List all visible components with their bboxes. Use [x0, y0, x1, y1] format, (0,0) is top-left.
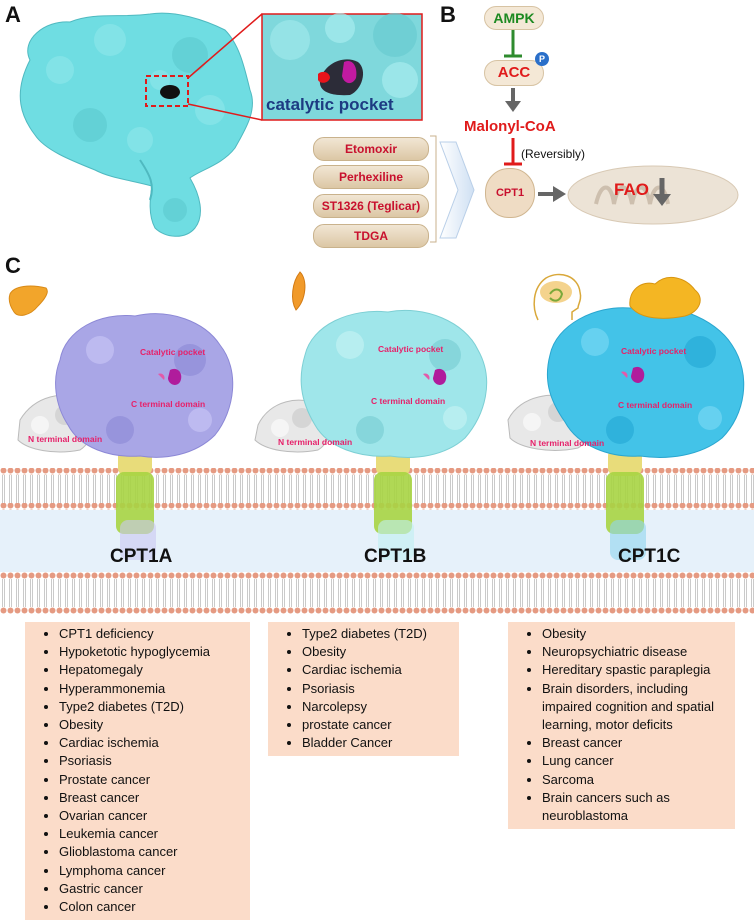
cpt1c-catalytic-domain	[546, 305, 745, 458]
catalytic-pocket-label: catalytic pocket	[266, 95, 394, 114]
ampk-inhibits-acc	[504, 30, 522, 58]
cpt1c-protein-graphic	[507, 276, 745, 560]
cpt1c-transmembrane-helix	[606, 448, 646, 560]
disease-item: Breast cancer	[542, 734, 729, 752]
cpt1b-catalytic-domain	[300, 309, 488, 458]
cpt1-protein-surface	[19, 12, 253, 237]
muscle-icon	[292, 271, 306, 311]
cpt1a-transmembrane-helix	[116, 448, 156, 560]
cpt1b-title: CPT1B	[364, 546, 427, 567]
drug-bracket-arrow	[430, 135, 475, 243]
pocket-zoom-inset	[261, 13, 423, 121]
disease-item: Type2 diabetes (T2D)	[59, 698, 244, 716]
panel-c-letter: C	[5, 253, 21, 278]
cpt1a-protein-graphic	[17, 313, 234, 560]
disease-item: Hereditary spastic paraplegia	[542, 661, 729, 679]
drug-st1326: ST1326 (Teglicar)	[313, 194, 429, 218]
reversibly-label: (Reversibly)	[521, 147, 586, 161]
cpt1-node: CPT1	[485, 168, 535, 218]
cpt1-to-fao-arrow	[538, 186, 566, 202]
cpt1b-n-terminal-label: N terminal domain	[278, 437, 353, 447]
cpt1c-n-terminal-label: N terminal domain	[530, 438, 605, 448]
cpt1a-c-terminal-label: C terminal domain	[131, 399, 206, 409]
cpt1c-ligand-cluster	[629, 276, 701, 319]
disease-item: Cardiac ischemia	[302, 661, 453, 679]
acc-node: ACC	[484, 60, 544, 86]
malonyl-inhibits-cpt1	[504, 138, 522, 166]
cpt1a-catalytic-pocket-label: Catalytic pocket	[140, 347, 206, 357]
cpt1a-title: CPT1A	[110, 546, 173, 567]
disease-item: Obesity	[59, 716, 244, 734]
cpt1c-disease-list: ObesityNeuropsychiatric diseaseHereditar…	[508, 622, 735, 830]
disease-item: Glioblastoma cancer	[59, 843, 244, 861]
cpt1b-disease-list: Type2 diabetes (T2D)ObesityCardiac ische…	[268, 622, 459, 757]
cpt1c-catalytic-pocket-label: Catalytic pocket	[621, 346, 687, 356]
panel-b-letter: B	[440, 2, 456, 27]
cpt1b-c-terminal-label: C terminal domain	[371, 396, 446, 406]
disease-item: Prostate cancer	[59, 771, 244, 789]
drug-tdga: TDGA	[313, 224, 429, 248]
acc-to-malonyl-arrow	[505, 88, 521, 112]
disease-item: Type2 diabetes (T2D)	[302, 625, 453, 643]
disease-item: Ovarian cancer	[59, 807, 244, 825]
panel-a-protein-graphic	[19, 12, 423, 237]
disease-item: Neuropsychiatric disease	[542, 643, 729, 661]
disease-item: Colon cancer	[59, 898, 244, 916]
cpt1b-protein-graphic	[254, 309, 488, 560]
disease-item: prostate cancer	[302, 716, 453, 734]
disease-item: CPT1 deficiency	[59, 625, 244, 643]
fao-label: FAO	[614, 180, 649, 199]
drug-etomoxir: Etomoxir	[313, 137, 429, 161]
disease-item: Leukemia cancer	[59, 825, 244, 843]
cpt1c-title: CPT1C	[618, 546, 681, 567]
disease-item: Hepatomegaly	[59, 661, 244, 679]
cpt1c-c-terminal-label: C terminal domain	[618, 400, 693, 410]
disease-item: Cardiac ischemia	[59, 734, 244, 752]
disease-item: Narcolepsy	[302, 698, 453, 716]
selection-box	[145, 75, 189, 107]
disease-item: Brain disorders, including impaired cogn…	[542, 680, 729, 735]
disease-item: Hyperammonemia	[59, 680, 244, 698]
panel-a-letter: A	[5, 2, 21, 27]
disease-item: Obesity	[302, 643, 453, 661]
ampk-node: AMPK	[484, 6, 544, 30]
mitochondrion-graphic	[567, 165, 739, 225]
disease-item: Brain cancers such as neuroblastoma	[542, 789, 729, 825]
disease-item: Sarcoma	[542, 771, 729, 789]
fao-decrease-arrow	[653, 178, 671, 206]
disease-item: Obesity	[542, 625, 729, 643]
cpt1b-catalytic-pocket-label: Catalytic pocket	[378, 344, 444, 354]
disease-item: Lymphoma cancer	[59, 862, 244, 880]
cpt1a-n-terminal-label: N terminal domain	[28, 434, 103, 444]
cpt1a-disease-list: CPT1 deficiencyHypoketotic hypoglycemiaH…	[25, 622, 250, 920]
liver-icon	[8, 285, 48, 316]
disease-item: Bladder Cancer	[302, 734, 453, 752]
disease-item: Gastric cancer	[59, 880, 244, 898]
disease-item: Breast cancer	[59, 789, 244, 807]
cpt1a-catalytic-domain	[55, 313, 234, 458]
disease-item: Lung cancer	[542, 752, 729, 770]
disease-item: Psoriasis	[59, 752, 244, 770]
disease-item: Psoriasis	[302, 680, 453, 698]
brain-head-icon	[533, 273, 582, 321]
malonyl-coa-label: Malonyl-CoA	[464, 118, 556, 135]
phosphorylation-badge: P	[535, 52, 549, 66]
cpt1b-transmembrane-helix	[374, 448, 414, 560]
drug-perhexiline: Perhexiline	[313, 165, 429, 189]
disease-item: Hypoketotic hypoglycemia	[59, 643, 244, 661]
